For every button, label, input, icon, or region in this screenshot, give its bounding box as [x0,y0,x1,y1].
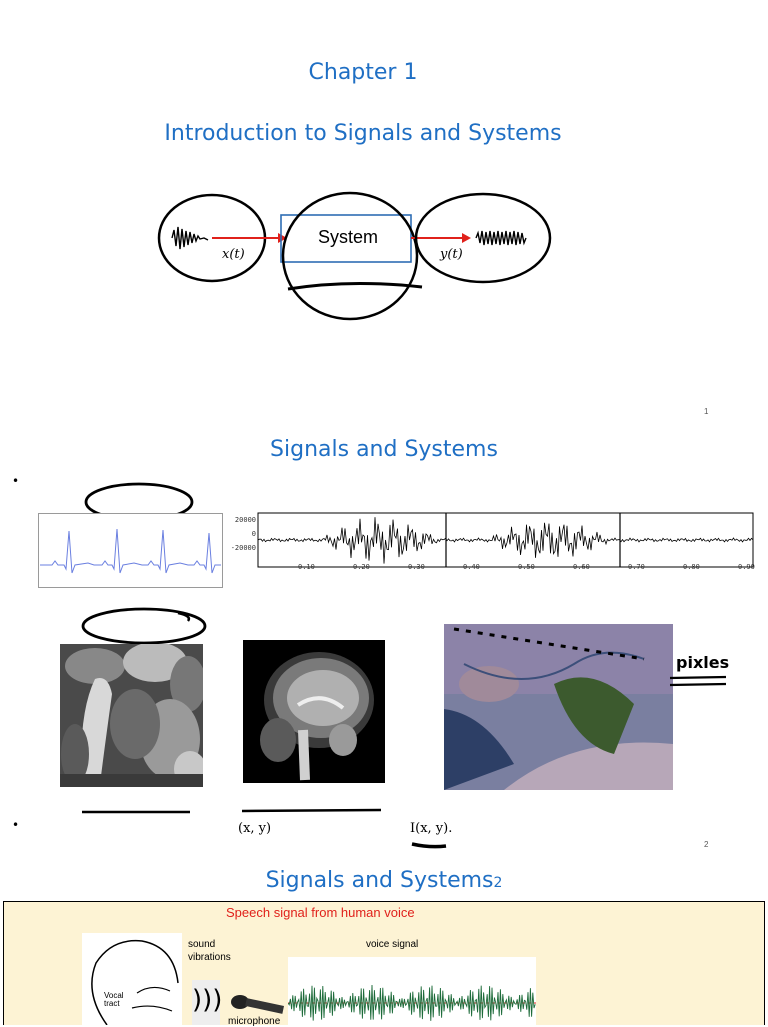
page-number-2: 2 [704,840,709,849]
microphone-icon [231,995,285,1014]
waveform-xtick: 0.30 [408,563,425,571]
pixles-underline [669,675,727,687]
audio-trace [257,517,754,564]
pixles-note: pixles [676,653,730,672]
audio-waveform-plot [257,512,754,568]
vocal-tract-label: Vocal tract [104,991,124,1008]
input-waveform [171,226,209,250]
underline-intensity [411,842,447,849]
hand-annotations [81,482,447,849]
waveform-ytick: 20000 [234,516,256,524]
coord-label: (x, y) [238,821,272,836]
image-circle [81,607,207,645]
speech-banner: Speech signal from human voice [226,905,415,920]
input-label: x(t) [222,247,245,262]
waveform-xtick: 0.40 [463,563,480,571]
peppers-image [60,644,203,787]
waveform-ytick: -20000 [230,544,256,552]
bullet-2: • [12,818,20,832]
slide2-title: Signals and Systems [270,437,498,462]
output-waveform [475,230,527,246]
system-label: System [318,227,379,247]
mri-image [243,640,385,783]
slide3-title-text: Signals and Systems [265,868,494,893]
voice-signal-label: voice signal [366,939,419,950]
waveform-xtick: 0.80 [683,563,700,571]
slide3-title-suffix: 2 [493,875,503,891]
voice-trace [288,984,536,1021]
slide3-title: Signals and Systems2 [0,868,768,893]
output-label: y(t) [440,247,463,262]
waveform-ytick: 0 [251,530,256,538]
sound-waves-icon: ))) [192,980,222,1025]
slide-3: Signals and Systems2 Speech signal from … [0,862,768,1027]
sound-vibrations-label: sound vibrations [188,939,231,963]
satellite-image [444,624,673,790]
vocal-tract-sketch [82,933,182,1025]
waveform-xtick: 0.50 [518,563,535,571]
system-diagram [157,191,552,321]
waveform-xtick: 0.90 [738,563,755,571]
waveform-xtick: 0.60 [573,563,590,571]
waveform-xtick: 0.70 [628,563,645,571]
slide-1: Chapter 1 Introduction to Signals and Sy… [0,0,768,430]
output-signal-ellipse [414,192,552,284]
system-underline [287,281,423,291]
underline-mri [241,808,382,813]
page-number-1: 1 [704,407,709,416]
chapter-subtitle: Introduction to Signals and Systems [164,121,562,146]
intensity-label: I(x, y). [410,821,453,836]
voice-signal-plot [288,957,536,1025]
system-circle [281,191,419,321]
ecg-plot [38,513,223,588]
waveform-xtick: 0.20 [353,563,370,571]
microphone-label: microphone [228,1016,281,1027]
chapter-title: Chapter 1 [308,60,418,85]
slide-2: Signals and Systems • 20000 0 -20000 0.10 0… [0,430,768,870]
bullet-1: • [12,474,20,488]
speech-panel: Speech signal from human voice Vocal tra… [3,901,765,1027]
waveform-xtick: 0.10 [298,563,315,571]
